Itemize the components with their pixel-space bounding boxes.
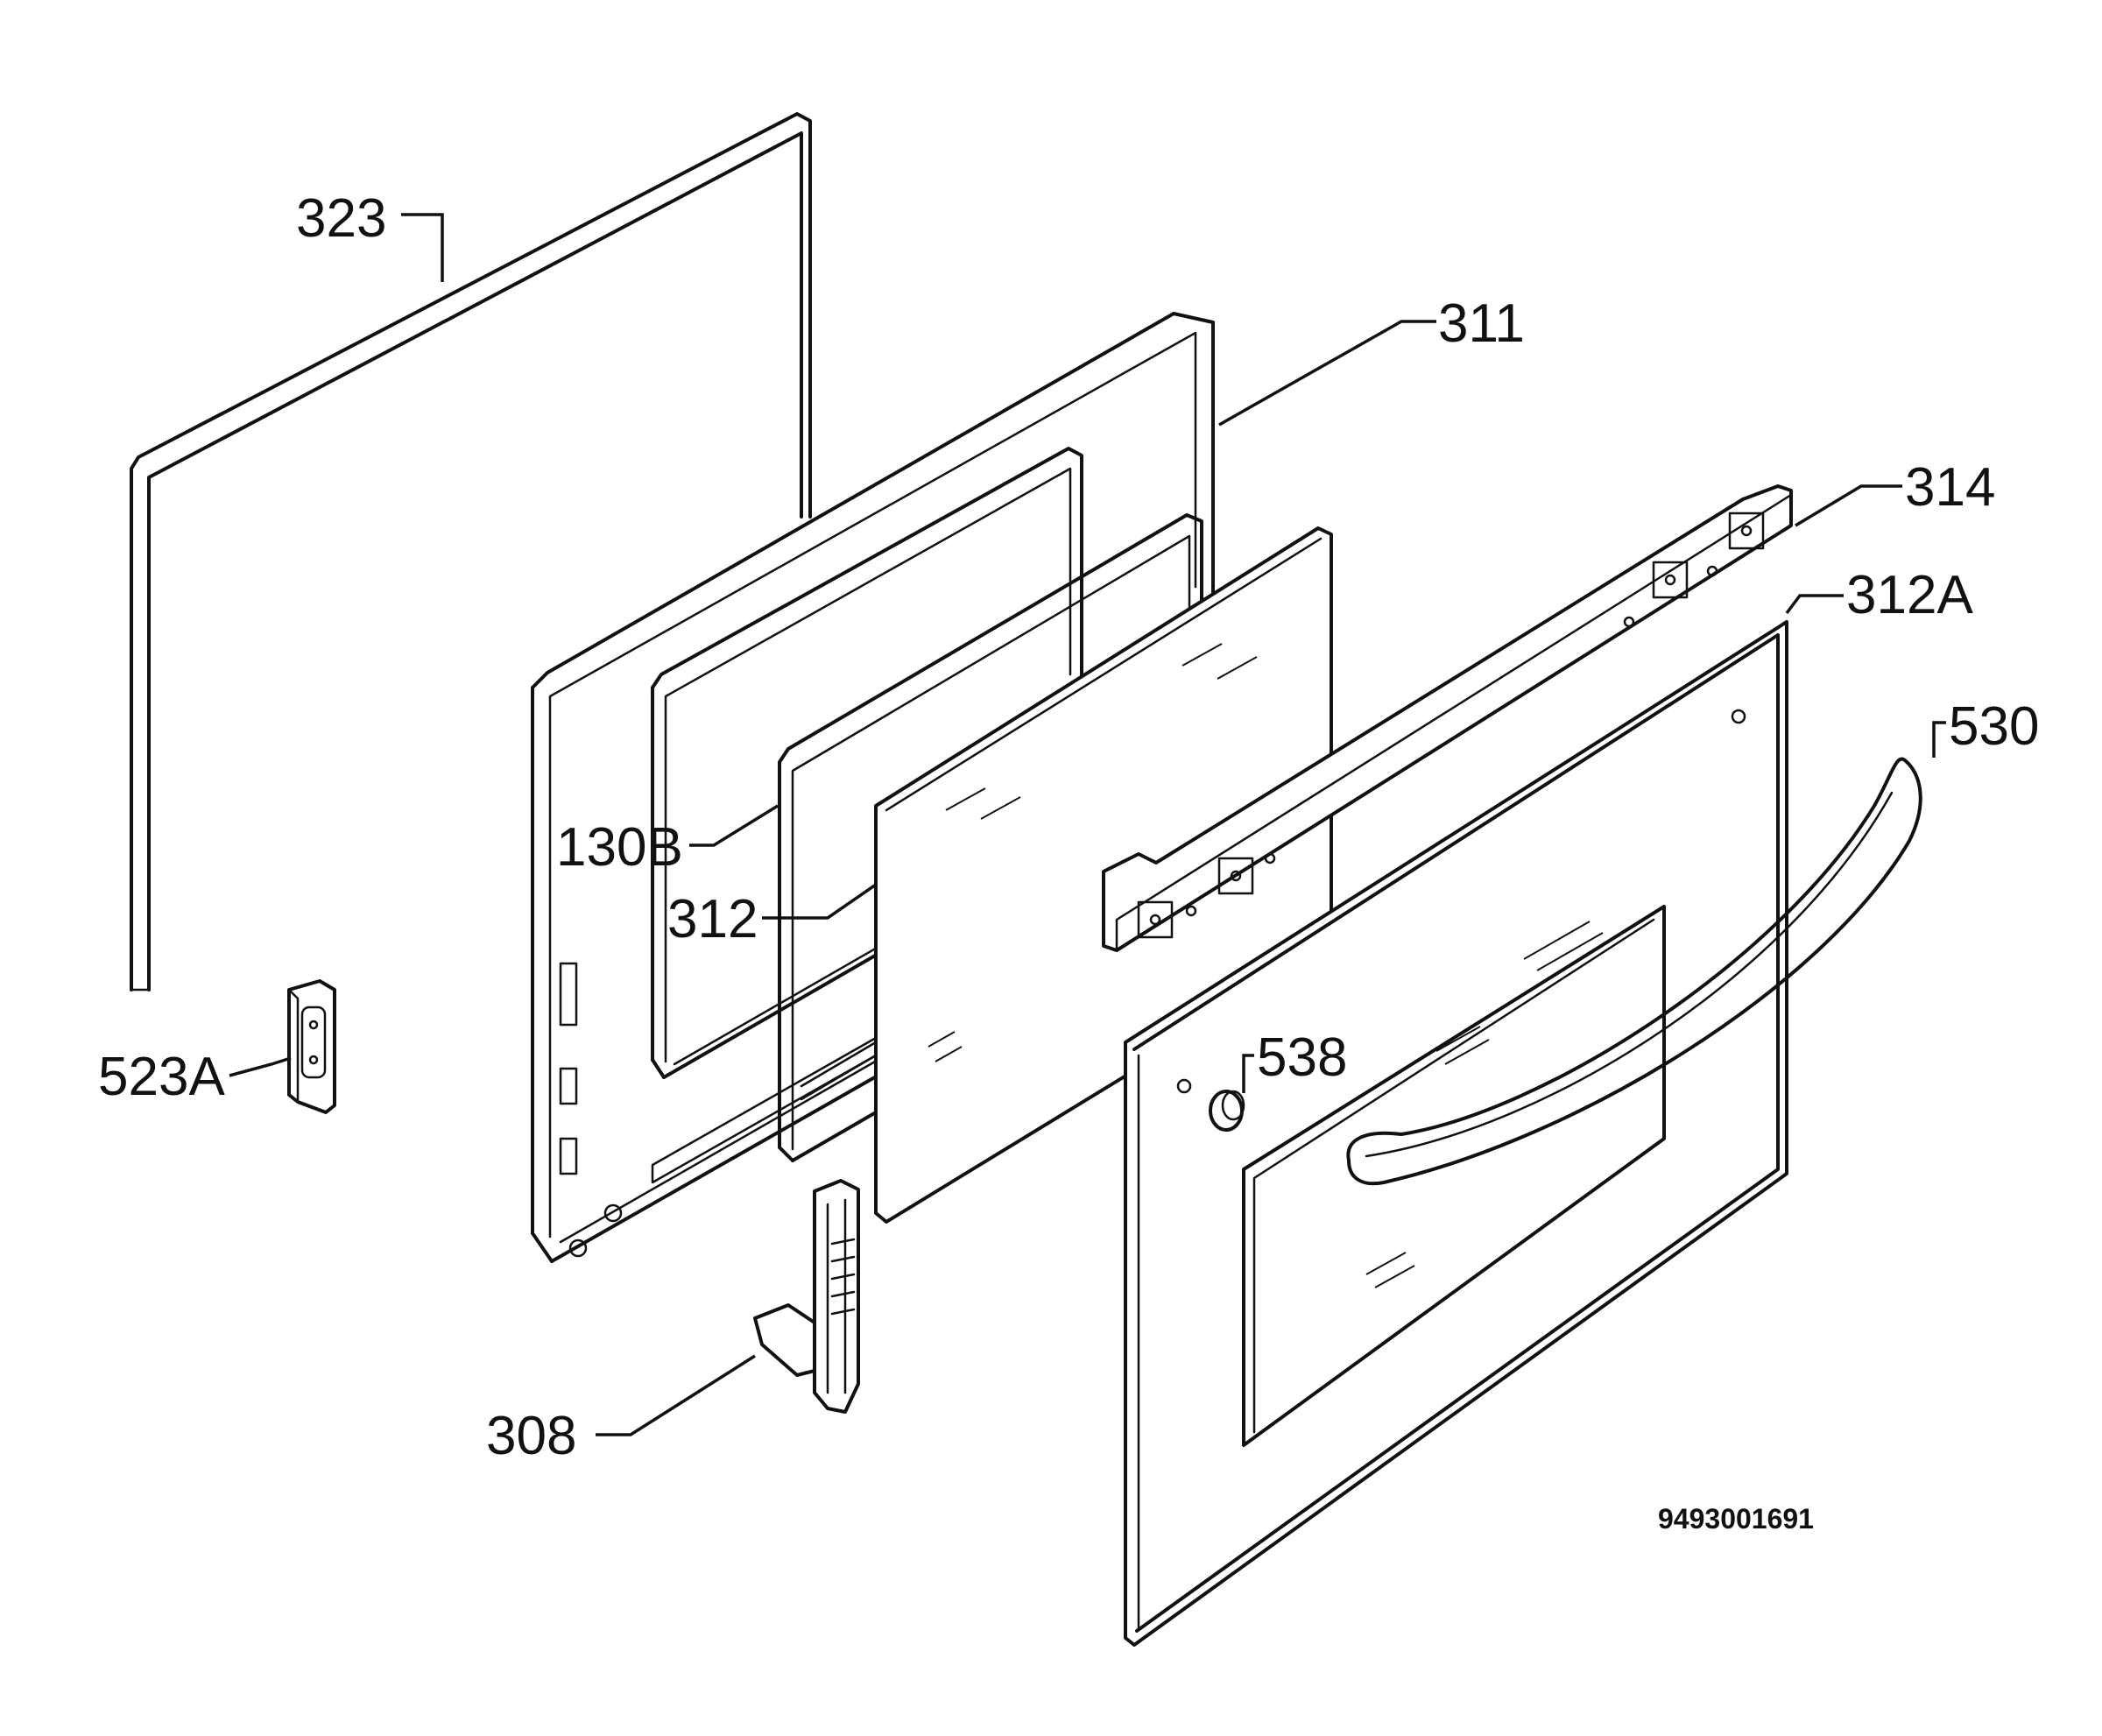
door-seal-part-323 (130, 112, 812, 991)
leader-311 (1218, 320, 1436, 427)
callout-314: 314 (1905, 457, 1995, 518)
callout-308: 308 (486, 1406, 576, 1466)
callout-323: 323 (296, 188, 386, 249)
callout-130b: 130B (556, 817, 683, 878)
hinge-receiver-part-523a (287, 979, 336, 1114)
callout-530: 530 (1949, 696, 2039, 757)
leader-312 (762, 883, 877, 920)
document-number: 9493001691 (1658, 1503, 1814, 1535)
buffer-part-538 (1209, 1090, 1245, 1132)
callout-311: 311 (1438, 293, 1525, 354)
leader-530 (1932, 721, 1946, 758)
leader-538 (1242, 1054, 1254, 1093)
leader-lines (229, 213, 1946, 1436)
leader-312a (1785, 594, 1844, 615)
door-profile-rail-part-314 (1102, 484, 1793, 952)
callout-312: 312 (667, 889, 758, 949)
hinge-part-308 (753, 1179, 860, 1414)
callout-312a: 312A (1846, 565, 1973, 625)
door-handle-part-530 (1346, 757, 1922, 1186)
inner-glass-part-312 (778, 513, 1203, 1162)
leader-130b (689, 804, 779, 847)
callout-labels: 323 311 314 312A 530 130B 312 523A 538 3… (98, 188, 2039, 1466)
callout-523a: 523A (98, 1047, 225, 1107)
callout-538: 538 (1257, 1027, 1347, 1088)
leader-314 (1795, 484, 1902, 527)
leader-308 (596, 1354, 756, 1436)
leader-323 (401, 213, 444, 282)
leader-523a (229, 1056, 292, 1077)
